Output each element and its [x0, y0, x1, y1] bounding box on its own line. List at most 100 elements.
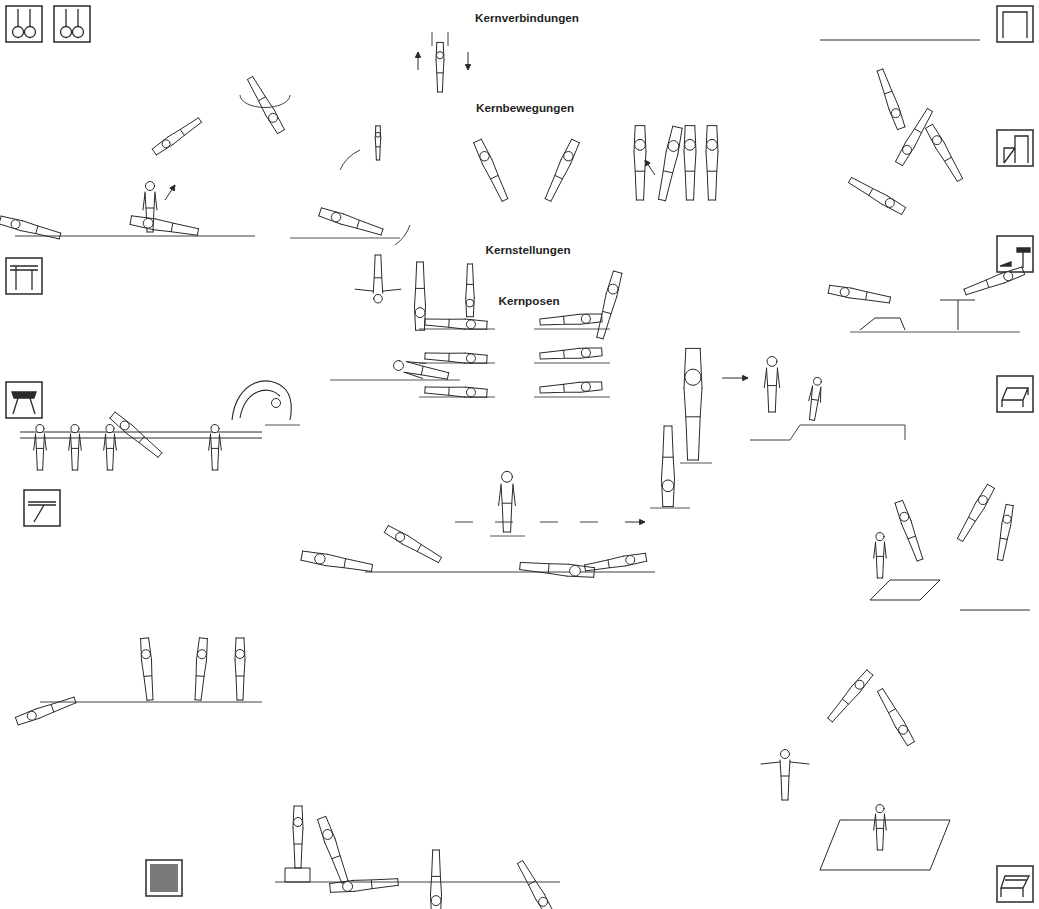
ground-line — [650, 508, 690, 509]
ground-line — [165, 185, 175, 200]
apparatus-sketch — [285, 868, 310, 882]
gymnast-figure — [584, 552, 647, 573]
ring-label: Kernstellungen — [287, 242, 769, 257]
ground-line — [448, 32, 449, 46]
gymnast-figure — [540, 347, 603, 361]
gymnast-figure — [301, 550, 373, 574]
ground-line — [40, 702, 262, 703]
ground-line — [490, 536, 525, 537]
ground-line — [540, 522, 558, 523]
ring-band: KernverbindungenKernbewegungenKernstellu… — [15, 5, 1039, 905]
gymnast-figure — [109, 411, 163, 459]
apparatus-sketch — [820, 820, 950, 870]
ground-line — [330, 380, 460, 381]
gymnast-figure — [925, 124, 965, 183]
gymnast-figure — [894, 500, 925, 562]
gymnast-head — [272, 399, 281, 408]
gymnast-figure — [874, 533, 887, 578]
apparatus-sketch — [750, 425, 905, 440]
gymnast-figure — [425, 351, 487, 364]
ring-ellipse-fill — [155, 95, 895, 795]
ground-line — [418, 52, 419, 70]
ground-line — [20, 432, 262, 433]
apparatus-sketch — [240, 95, 290, 108]
apparatus-sketch — [640, 519, 645, 524]
gymnast-figure — [634, 126, 646, 200]
gymnast-figure — [876, 688, 916, 747]
gymnast-figure — [431, 850, 442, 909]
gymnast-figure — [130, 215, 199, 238]
gymnast-figure — [826, 669, 874, 723]
gymnast-figure — [140, 638, 155, 701]
ground-line — [680, 463, 712, 464]
gymnast-figure — [15, 695, 77, 726]
gymnast-figure — [473, 139, 510, 202]
apparatus-sketch — [870, 580, 940, 600]
ground-line — [365, 572, 655, 573]
apparatus-sketch — [340, 150, 410, 245]
gymnast-figure — [543, 139, 580, 202]
gymnast-figure — [425, 385, 487, 398]
ground-line — [534, 363, 610, 364]
gymnast-figure — [104, 425, 117, 470]
gymnast-figure — [963, 266, 1025, 297]
gymnast-figure — [828, 284, 891, 305]
gymnast-figure — [466, 264, 475, 317]
gymnast-figure — [355, 255, 401, 303]
ground-line — [265, 425, 300, 426]
gymnast-figure — [69, 425, 82, 470]
ring-ellipse — [395, 290, 663, 520]
ring-ellipse — [15, 5, 1039, 905]
ground-line — [290, 238, 400, 239]
gymnast-figure — [956, 484, 996, 543]
gymnast-figure — [152, 116, 203, 155]
gymnast-figure — [0, 215, 61, 241]
ground-line — [534, 329, 610, 330]
gymnast-figure — [415, 262, 426, 330]
ring-ellipse-fill — [15, 5, 1039, 905]
gymnast-figure — [875, 68, 906, 130]
gymnast-figure — [375, 126, 381, 160]
apparatus-icon — [24, 490, 60, 526]
gymnast-figure — [662, 426, 675, 507]
gymnast-figure — [34, 425, 47, 470]
gymnast-figure — [436, 42, 444, 92]
ring-band: Kernposen — [395, 290, 663, 520]
gymnast-figure — [317, 816, 351, 884]
ring-ellipse-fill — [287, 175, 769, 700]
gymnast-figure — [656, 126, 683, 201]
apparatus-sketch — [465, 65, 470, 70]
gymnast-figure — [684, 348, 702, 460]
ground-line — [468, 52, 469, 70]
gymnast-figure — [392, 357, 450, 384]
apparatus-sketch — [645, 160, 650, 166]
ring-label: Kernverbindungen — [15, 10, 1039, 25]
ground-line — [419, 363, 495, 364]
ground-line — [645, 160, 655, 175]
gymnast-figure — [895, 108, 935, 167]
apparatus-icon — [997, 376, 1033, 412]
gymnast-figure — [848, 176, 907, 216]
gymnast-figure — [318, 207, 383, 237]
gymnast-figure — [761, 750, 809, 801]
ground-line — [625, 522, 645, 523]
gymnast-figure — [516, 860, 556, 909]
gymnast-figure — [595, 271, 623, 340]
apparatus-sketch — [232, 381, 291, 420]
gymnast-figure — [764, 356, 779, 412]
ground-line — [419, 329, 495, 330]
gymnast-figure — [425, 317, 487, 330]
gymnast-figure — [384, 525, 443, 565]
apparatus-icon — [997, 6, 1033, 42]
ground-line — [580, 522, 598, 523]
ground-line — [20, 438, 262, 439]
gymnast-figure — [143, 182, 157, 233]
ring-band: KernbewegungenKernstellungenKernposen — [155, 95, 895, 795]
apparatus-sketch — [170, 185, 175, 191]
apparatus-icon — [146, 860, 182, 896]
ring-label: Kernposen — [395, 293, 663, 308]
gymnast-figure — [246, 76, 286, 135]
apparatus-icon — [997, 236, 1033, 272]
gymnast-figure — [706, 126, 718, 200]
